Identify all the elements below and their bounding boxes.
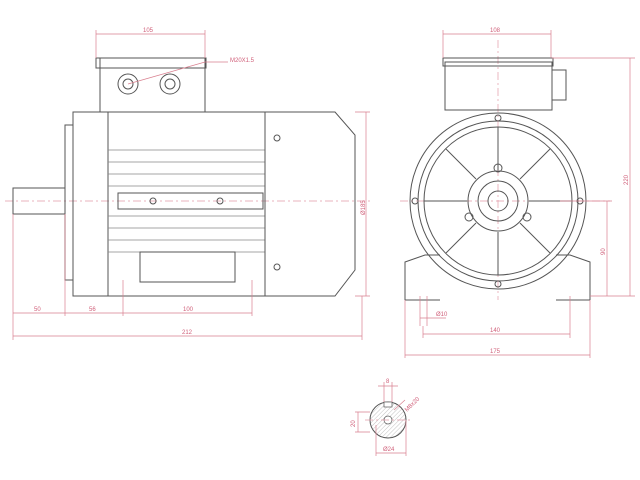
front-view: 108 220 90 Ø10 140 175 [400, 28, 635, 358]
dim-foot-hole-spacing: 100 [183, 307, 194, 313]
dim-flange-to-foot: 56 [89, 307, 96, 313]
cable-gland-icon [117, 73, 139, 95]
dim-foot-hole: Ø10 [436, 312, 448, 318]
fan-cover [264, 111, 356, 297]
side-view: 105 M20X1.5 50 56 100 212 Ø185 [5, 28, 370, 340]
dim-terminal-box-width: 105 [143, 28, 154, 34]
dim-foot-width: 175 [490, 349, 501, 355]
dim-terminal-box-width: 108 [490, 28, 501, 34]
end-shield [72, 111, 109, 297]
rating-plate-rail [117, 192, 264, 210]
dim-cable-gland: M20X1.5 [230, 58, 255, 64]
dim-key-height: 20 [351, 420, 357, 427]
foot [139, 251, 236, 283]
motor-body [107, 111, 266, 297]
dim-thread: M8x20 [404, 396, 421, 413]
dim-shaft-diameter: Ø24 [383, 447, 395, 453]
dim-housing-diameter: Ø185 [361, 200, 367, 215]
feet [404, 254, 591, 301]
shaft-end [487, 190, 509, 212]
dim-foot-hole-spacing: 140 [490, 328, 501, 334]
dim-overall-height: 220 [624, 174, 630, 185]
dim-shaft-length: 50 [34, 307, 41, 313]
terminal-box [99, 57, 206, 113]
fan-spokes [424, 127, 572, 275]
dim-overall-length: 212 [182, 330, 193, 336]
dim-shaft-height: 90 [601, 248, 607, 255]
cable-gland-icon [551, 69, 567, 101]
flange-plate [64, 124, 74, 281]
terminal-box [444, 61, 553, 111]
shaft-section: 8 M8x20 20 Ø24 [351, 379, 422, 456]
dim-key-width: 8 [386, 379, 390, 385]
